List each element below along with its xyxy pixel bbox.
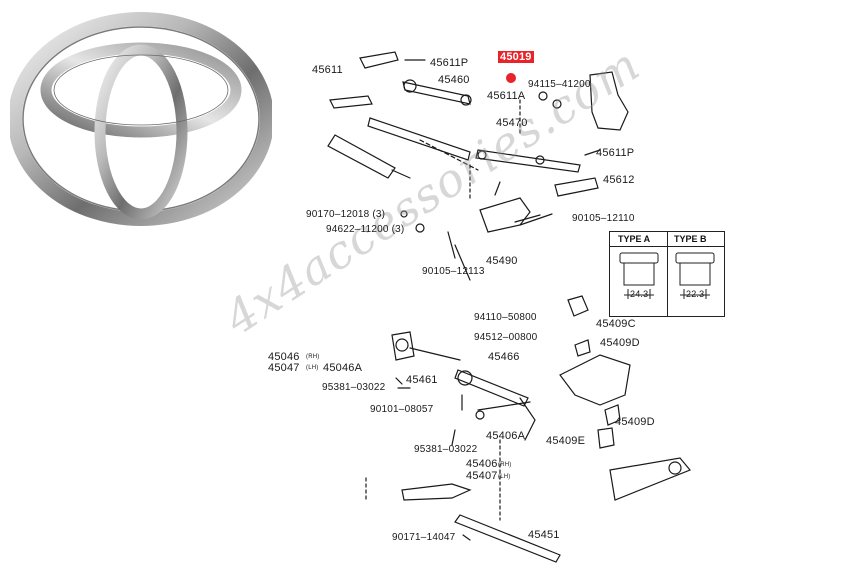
part-label-45470: 45470: [496, 117, 528, 129]
part-label-90170-12018: 90170–12018 (3): [306, 209, 386, 220]
part-label-45409d-top: 45409D: [600, 337, 640, 349]
part-label-94115-41200: 94115–41200: [528, 79, 591, 90]
part-label-45611a: 45611A: [487, 90, 526, 102]
part-label-45490: 45490: [486, 255, 518, 267]
part-label-45046-sub: (RH): [306, 354, 320, 360]
part-label-45409d-mid: 45409D: [615, 416, 655, 428]
part-label-45451: 45451: [528, 529, 560, 541]
part-label-45019-highlighted: 45019: [498, 51, 534, 63]
part-label-94110-50800: 94110–50800: [474, 312, 537, 323]
part-label-94512-00800: 94512–00800: [474, 332, 538, 343]
type-b-dim: 22.3: [686, 289, 705, 299]
part-label-45047-sub: (LH): [306, 365, 319, 371]
part-label-90105-12110: 90105–12110: [572, 213, 635, 224]
part-label-45409e: 45409E: [546, 435, 586, 447]
type-a-dim: 24.3: [630, 289, 649, 299]
type-legend-box: TYPE A TYPE B 24.3 22.3: [609, 231, 725, 317]
part-label-45406a: 45406A: [486, 430, 526, 442]
type-a-title: TYPE A: [618, 234, 651, 244]
part-label-45046: 45046: [268, 351, 300, 363]
part-label-94622-11200: 94622–11200 (3): [326, 224, 405, 235]
part-label-45406-sub: (RH): [498, 462, 512, 468]
part-label-45407-sub: (LH): [498, 474, 511, 480]
part-label-45611p-top: 45611P: [430, 57, 469, 69]
part-label-45407: 45407: [466, 470, 498, 482]
part-label-45046a: 45046A: [323, 362, 363, 374]
toyota-logo-icon: [10, 12, 272, 226]
part-label-45460: 45460: [438, 74, 470, 86]
part-label-95381-03022-b: 95381–03022: [414, 444, 478, 455]
part-label-45409c: 45409C: [596, 318, 636, 330]
bushing-profile-drawing: [619, 252, 715, 299]
part-label-90105-12113: 90105–12113: [422, 266, 485, 277]
part-label-45611p-right: 45611P: [596, 147, 635, 159]
type-b-title: TYPE B: [674, 234, 707, 244]
part-label-45047: 45047: [268, 362, 300, 374]
part-label-95381-03022-a: 95381–03022: [322, 382, 386, 393]
part-label-45406: 45406: [466, 458, 498, 470]
part-label-45461: 45461: [406, 374, 438, 386]
part-label-90171-14047: 90171–14047: [392, 532, 456, 543]
part-label-45612: 45612: [603, 174, 635, 186]
highlighted-part-icon: [506, 73, 516, 83]
part-label-45466: 45466: [488, 351, 520, 363]
part-label-90101-08057: 90101–08057: [370, 404, 434, 415]
part-label-45611: 45611: [312, 64, 343, 76]
